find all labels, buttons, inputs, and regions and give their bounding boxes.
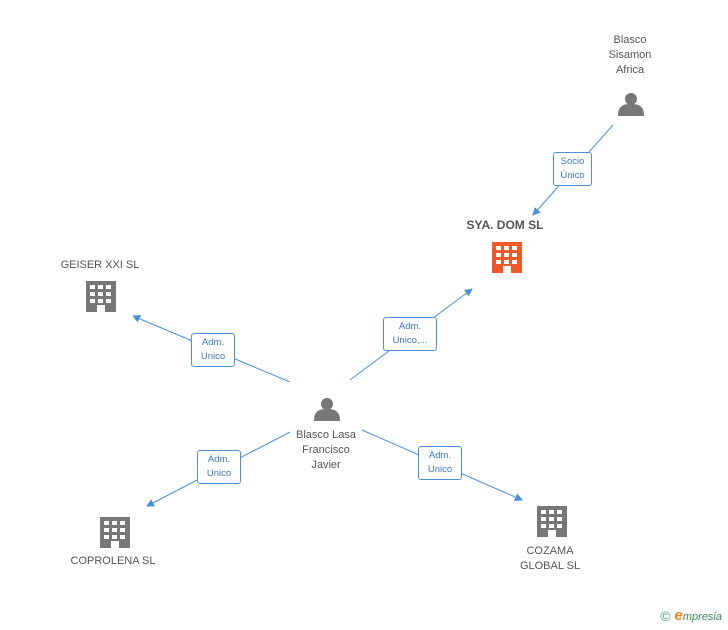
person-icon[interactable] bbox=[314, 398, 340, 421]
brand-footer: © empresia bbox=[660, 607, 722, 624]
node-label-cozama[interactable]: COZAMA GLOBAL SL bbox=[519, 545, 581, 572]
building-icon[interactable] bbox=[537, 506, 567, 537]
node-label-blasco-sisamon[interactable]: Blasco Sisamon Africa bbox=[608, 34, 652, 76]
copyright-icon: © bbox=[660, 607, 671, 624]
edge-label-socio[interactable]: Socio Único bbox=[553, 152, 592, 186]
brand-logo: empresia bbox=[675, 607, 722, 624]
building-icon[interactable] bbox=[86, 281, 116, 312]
brand-name: mpresia bbox=[682, 611, 722, 623]
building-icon[interactable] bbox=[492, 242, 522, 273]
building-icon[interactable] bbox=[100, 517, 130, 548]
edge-label-adm-sya[interactable]: Adm. Unico,... bbox=[383, 317, 437, 351]
edge-label-adm-cozama[interactable]: Adm. Unico bbox=[418, 446, 462, 480]
edge-label-adm-coprolena[interactable]: Adm. Unico bbox=[197, 450, 241, 484]
node-label-sya-dom[interactable]: SYA. DOM SL bbox=[466, 218, 544, 232]
node-label-blasco-lasa[interactable]: Blasco Lasa Francisco Javier bbox=[296, 429, 356, 471]
edge-label-adm-geiser[interactable]: Adm. Unico bbox=[191, 333, 235, 367]
brand-initial: e bbox=[674, 607, 683, 624]
person-icon[interactable] bbox=[618, 93, 644, 116]
node-label-coprolena[interactable]: COPROLENA SL bbox=[70, 555, 156, 567]
node-label-geiser[interactable]: GEISER XXI SL bbox=[60, 259, 140, 271]
